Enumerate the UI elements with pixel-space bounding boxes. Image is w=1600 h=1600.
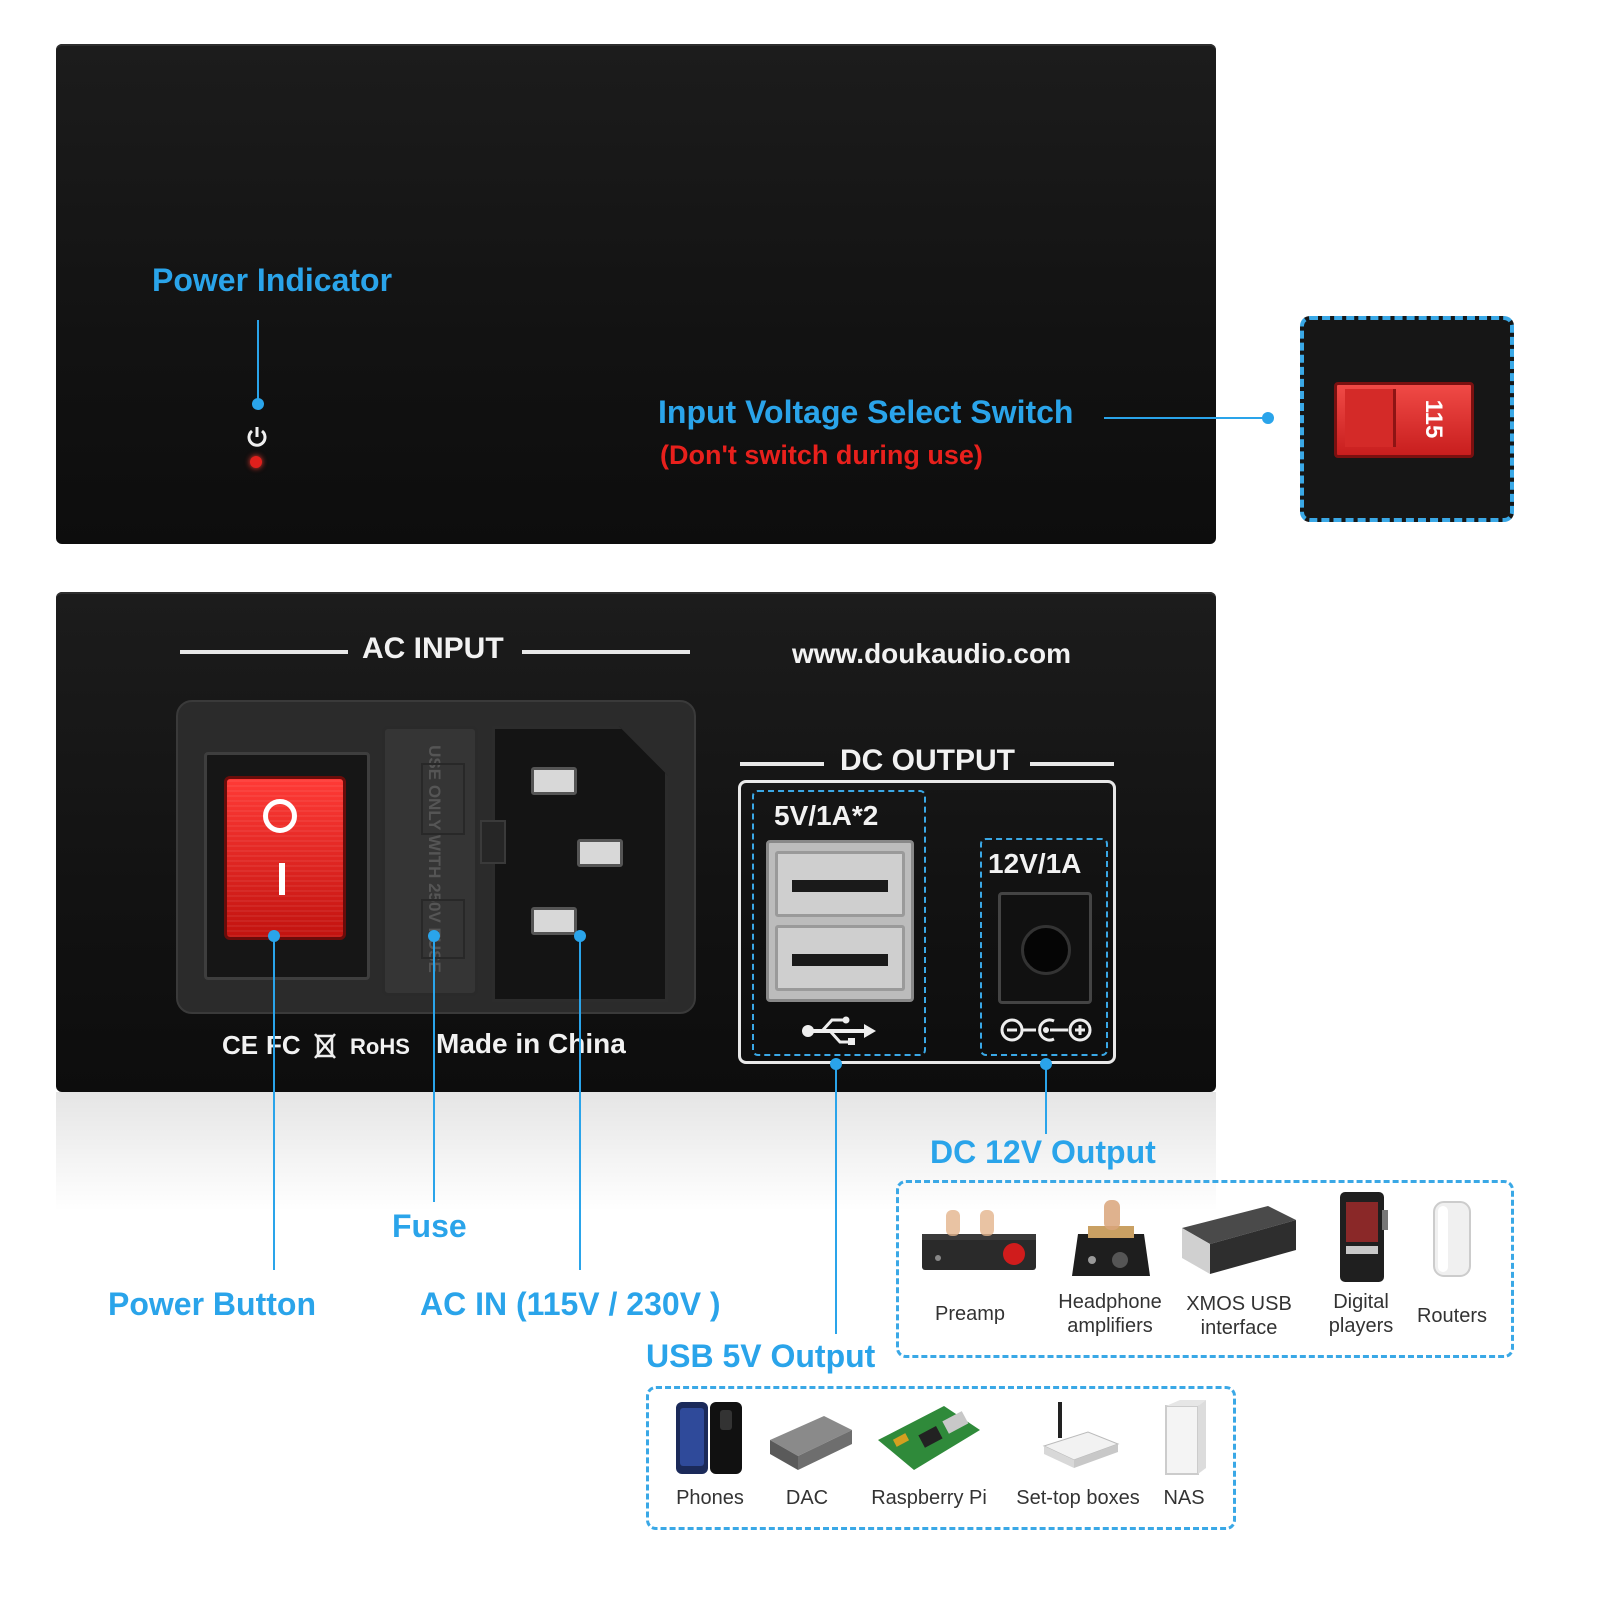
dc-output-label: DC 12V Output <box>930 1134 1156 1170</box>
voltage-switch-dot <box>1262 412 1274 424</box>
iec-pin-top <box>531 767 577 795</box>
dc-device-label: XMOS USB interface <box>1186 1293 1292 1339</box>
fuse-dot <box>428 930 440 942</box>
dc-device-label: Preamp <box>934 1303 1006 1325</box>
cert-fc: FC <box>266 1030 301 1060</box>
usb-output-leader <box>835 1068 837 1334</box>
power-indicator-leader <box>257 320 259 400</box>
dc-output-rule-right <box>1030 762 1114 766</box>
cert-rohs: RoHS <box>350 1034 410 1059</box>
ac-in-label: AC IN (115V / 230V ) <box>420 1286 721 1322</box>
fuse-leader <box>433 940 435 1202</box>
usb-output-dot <box>830 1058 842 1070</box>
dc-output-leader <box>1045 1068 1047 1134</box>
headphone-amp-icon <box>1070 1196 1152 1282</box>
voltage-switch-leader <box>1104 417 1266 419</box>
usb-port-bottom[interactable] <box>775 925 905 991</box>
fuse-window-bottom <box>421 899 465 959</box>
voltage-switch[interactable]: 115 <box>1334 382 1474 458</box>
fuse-label: Fuse <box>392 1208 467 1244</box>
xmos-interface-icon <box>1178 1198 1300 1276</box>
power-switch-on-symbol <box>279 863 285 895</box>
weee-bin-icon <box>312 1030 338 1060</box>
website: www.doukaudio.com <box>792 638 1071 669</box>
preamp-icon <box>918 1204 1040 1276</box>
usb-device-label: NAS <box>1163 1487 1205 1509</box>
fuse-holder[interactable]: USE ONLY WITH 250V FUSE <box>382 726 478 996</box>
usb-port-group <box>752 790 926 1056</box>
usb-port-top[interactable] <box>775 851 905 917</box>
dc-devices-box <box>896 1180 1514 1358</box>
top-panel <box>56 44 1216 544</box>
fuse-window-top <box>421 763 465 835</box>
ac-in-leader <box>579 940 581 1270</box>
power-led <box>250 456 262 468</box>
usb-device-label: Phones <box>676 1487 744 1509</box>
nas-icon <box>1160 1400 1208 1478</box>
ac-input-rule-right <box>522 650 690 654</box>
power-button-leader <box>273 940 275 1270</box>
dc-jack[interactable] <box>998 892 1092 1004</box>
panel-reflection <box>56 1092 1216 1212</box>
dc-device-label: Digital players <box>1328 1291 1394 1337</box>
dc-output-title: DC OUTPUT <box>840 744 1015 777</box>
set-top-box-icon <box>1040 1398 1122 1476</box>
dc-output-dot <box>1040 1058 1052 1070</box>
dc-output-rule-left <box>740 762 824 766</box>
power-button[interactable] <box>224 776 346 940</box>
usb-device-label: Set-top boxes <box>1016 1487 1140 1509</box>
voltage-switch-warning: (Don't switch during use) <box>660 440 983 470</box>
cert-ce: CE <box>222 1030 259 1060</box>
usb-rating: 5V/1A*2 <box>774 800 879 831</box>
origin-label: Made in China <box>436 1028 626 1059</box>
dc-device-label: Headphone amplifiers <box>1058 1291 1162 1337</box>
usb-cage <box>766 840 914 1002</box>
ac-input-rule-left <box>180 650 348 654</box>
voltage-switch-slider[interactable] <box>1345 389 1396 447</box>
dc-polarity-icon <box>1000 1016 1092 1044</box>
power-icon <box>244 424 270 450</box>
power-switch-off-symbol <box>263 799 297 833</box>
power-button-label: Power Button <box>108 1286 316 1322</box>
phones-icon <box>674 1400 744 1476</box>
usb-devices-box <box>646 1386 1236 1530</box>
router-icon <box>1430 1200 1474 1280</box>
dc-jack-group <box>980 838 1108 1056</box>
dc-rating: 12V/1A <box>988 848 1082 879</box>
dc-output-frame <box>738 780 1116 1064</box>
ac-input-title: AC INPUT <box>362 632 504 665</box>
ac-in-dot <box>574 930 586 942</box>
usb-symbol-icon <box>800 1016 876 1046</box>
dc-device-label: Routers <box>1416 1305 1488 1327</box>
dac-icon <box>766 1410 854 1474</box>
usb-device-label: Raspberry Pi <box>871 1487 987 1509</box>
voltage-switch-value: 115 <box>1420 399 1447 439</box>
raspberry-pi-icon <box>874 1400 984 1478</box>
power-button-dot <box>268 930 280 942</box>
iec-pin-bottom <box>531 907 577 935</box>
usb-output-label: USB 5V Output <box>646 1338 876 1374</box>
usb-device-label: DAC <box>785 1487 829 1509</box>
iec-socket-notch <box>480 820 506 864</box>
voltage-switch-label: Input Voltage Select Switch <box>658 394 1074 430</box>
power-indicator-label: Power Indicator <box>152 262 393 298</box>
digital-player-icon <box>1336 1190 1390 1286</box>
dc-jack-hole <box>1021 925 1071 975</box>
iec-pin-ground <box>577 839 623 867</box>
power-indicator-dot <box>252 398 264 410</box>
voltage-switch-zoom: 115 <box>1300 316 1514 522</box>
